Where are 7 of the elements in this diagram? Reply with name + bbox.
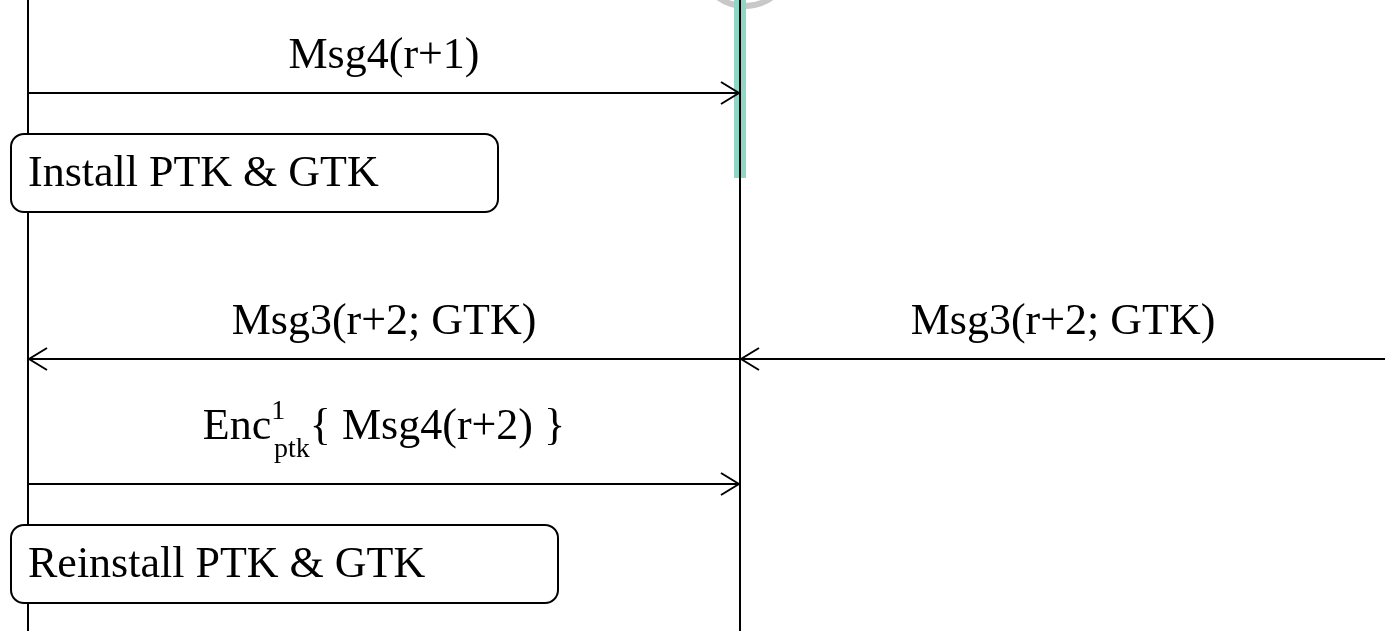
message-arrow <box>28 472 740 496</box>
message-arrow <box>28 81 740 105</box>
message-arrow <box>740 347 1385 371</box>
action-box: Install PTK & GTK <box>10 133 499 213</box>
action-box: Reinstall PTK & GTK <box>10 524 559 604</box>
message-arrow <box>28 347 740 371</box>
lifeline <box>739 0 741 631</box>
